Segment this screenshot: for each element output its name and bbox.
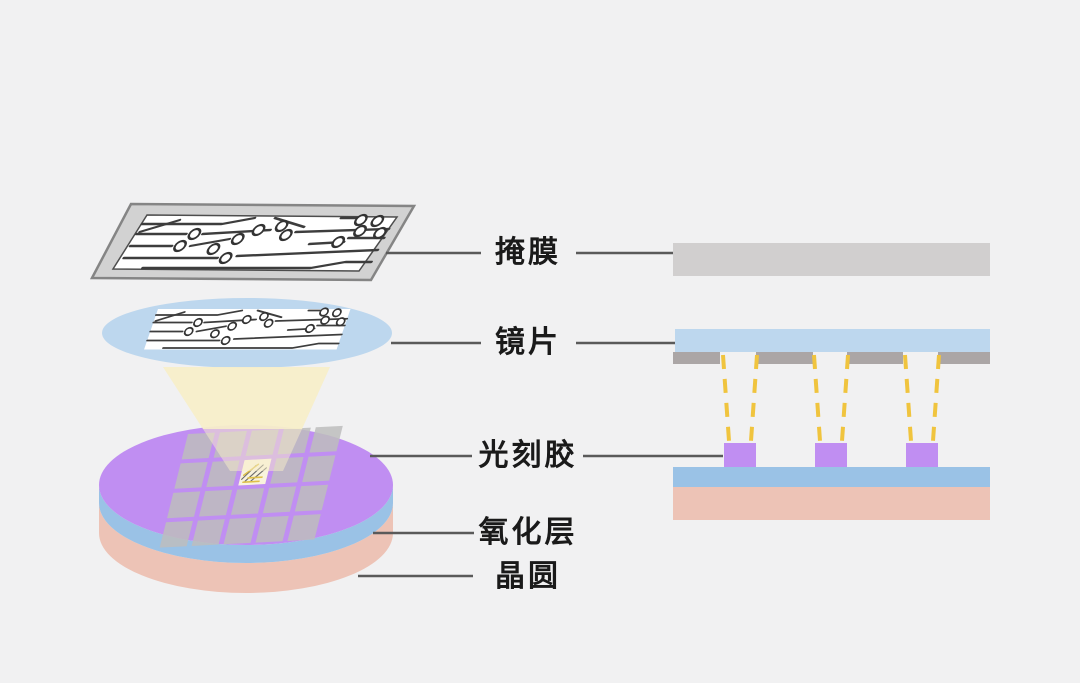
- cross-section-lens-bar: [675, 329, 990, 352]
- label-mask: 掩膜: [495, 236, 561, 269]
- label-photoresist: 光刻胶: [478, 439, 578, 472]
- mask-plate: [89, 202, 417, 282]
- leader-lines: [358, 251, 723, 578]
- light-cone-upper: [163, 367, 330, 429]
- lens: [102, 298, 392, 368]
- wafer-layer: [99, 503, 393, 593]
- lens-projected-pattern: [143, 307, 352, 350]
- cross-section-mask-bar: [673, 243, 990, 276]
- uv-light-rays: [721, 354, 941, 442]
- label-lens: 镜片: [495, 326, 561, 359]
- label-wafer: 晶圆: [495, 560, 561, 593]
- cross-section: [673, 243, 990, 520]
- label-oxide-layer: 氧化层: [478, 516, 578, 549]
- cross-section-mask-strip: [673, 352, 990, 364]
- cross-section-wafer-layer: [673, 487, 990, 520]
- light-cone-lower: [203, 429, 302, 471]
- photoresist-blocks: [724, 443, 938, 467]
- cross-section-oxide-layer: [673, 467, 990, 487]
